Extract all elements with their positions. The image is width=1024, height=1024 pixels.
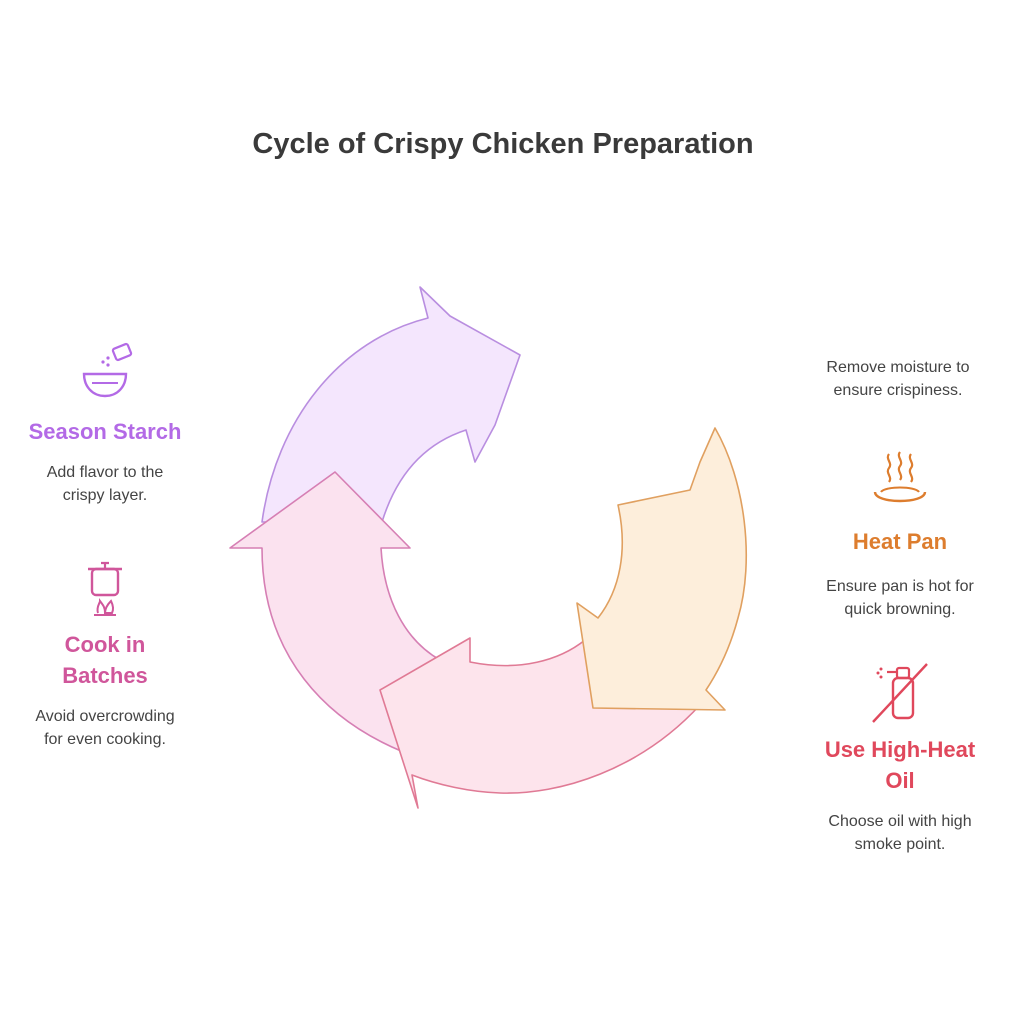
oil-spray-icon <box>872 663 928 723</box>
seasoning-bowl-icon <box>82 342 133 398</box>
heat-pan-icon <box>873 451 927 503</box>
heat-pan-step: Heat Pan Ensure pan is hot for quick bro… <box>780 446 1020 621</box>
season-starch-step: Season Starch Add flavor to the crispy l… <box>0 340 210 507</box>
cook-in-batches-description: Avoid overcrowding for even cooking. <box>35 708 175 748</box>
heat-pan-description: Ensure pan is hot for quick browning. <box>826 578 974 618</box>
season-starch-arrow <box>261 286 521 523</box>
heat-pan-arrow <box>576 427 748 711</box>
heat-pan-heading: Heat Pan <box>852 529 948 554</box>
remove-moisture-description: Remove moisture to ensure crispiness. <box>826 359 970 399</box>
high-heat-oil-step: Use High-Heat Oil Choose oil with high s… <box>790 660 1010 856</box>
page-title: Cycle of Crispy Chicken Preparation <box>252 128 754 160</box>
season-starch-heading: Season Starch <box>28 419 182 444</box>
season-starch-description: Add flavor to the crispy layer. <box>46 464 164 504</box>
high-heat-oil-description: Choose oil with high smoke point. <box>828 813 972 853</box>
high-heat-oil-heading: Use High-Heat Oil <box>824 737 976 793</box>
cook-in-batches-step: Cook in Batches Avoid overcrowding for e… <box>0 555 210 751</box>
cook-in-batches-heading: Cook in Batches <box>62 632 148 688</box>
remove-moisture-step: Remove moisture to ensure crispiness. <box>780 356 1016 402</box>
cooking-pot-icon <box>88 561 122 616</box>
